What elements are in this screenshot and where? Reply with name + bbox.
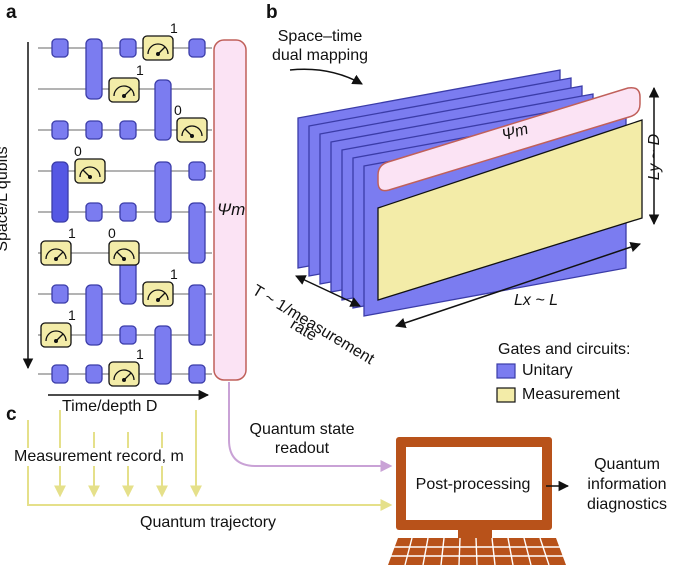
unitary-gates — [51, 38, 206, 385]
outcome-label: 1 — [68, 307, 76, 323]
readout-label-line2: readout — [274, 440, 330, 457]
time-axis-label: Time/depth D — [62, 398, 158, 415]
outcome-label: 1 — [136, 346, 144, 362]
panel-label-a: a — [6, 2, 17, 23]
mapping-label-line2: dual mapping — [271, 47, 369, 64]
legend-label-unitary: Unitary — [522, 362, 573, 379]
readout-label-line1: Quantum state — [249, 421, 355, 438]
postprocessing-label: Post-processing — [415, 476, 531, 493]
dual-mapping-arrow — [289, 68, 363, 85]
outcome-label: 1 — [136, 62, 144, 78]
state-label-a: Ψm — [217, 200, 246, 219]
trajectory-label: Quantum trajectory — [140, 514, 277, 531]
outcome-label: 1 — [170, 266, 178, 282]
outcome-label: 0 — [74, 143, 82, 159]
legend-swatch-unitary — [496, 363, 516, 379]
panel-label-b: b — [266, 2, 278, 23]
legend-title: Gates and circuits: — [498, 341, 631, 358]
state-box-a — [213, 39, 247, 381]
outcome-label: 1 — [68, 225, 76, 241]
t-arrow — [295, 275, 361, 307]
measurement-meters — [40, 35, 208, 387]
lx-label: Lx ~ L — [514, 292, 559, 309]
legend-label-measurement: Measurement — [522, 386, 620, 403]
measurement-record-label: Measurement record, m — [12, 448, 186, 466]
lx-arrow — [395, 242, 641, 328]
computer-icon — [388, 437, 566, 566]
state-box-b — [377, 86, 641, 192]
output-label-line3: diagnostics — [586, 496, 668, 513]
panel-label-c: c — [6, 404, 17, 425]
mapping-label-line1: Space–time — [277, 28, 363, 45]
legend-swatch-measurement — [496, 387, 516, 403]
readout-arrow — [228, 382, 393, 472]
outcome-label: 1 — [170, 20, 178, 36]
output-label-line2: information — [587, 476, 667, 493]
output-label-line1: Quantum — [594, 456, 660, 473]
ly-label: Ly ~ D — [646, 133, 663, 181]
space-axis-label: Space/L qubits — [0, 146, 11, 252]
outcome-label: 0 — [174, 102, 182, 118]
outcome-label: 0 — [108, 225, 116, 241]
